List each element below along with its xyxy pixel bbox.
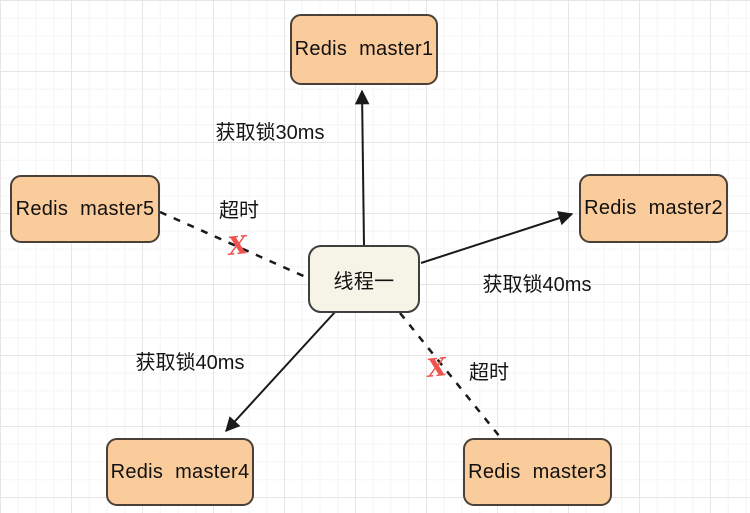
- node-redis-master3: Redis master3: [463, 438, 612, 506]
- edge-label-timeout-master5: 超时: [219, 200, 259, 222]
- edge-label-acquire-40ms-master4: 获取锁40ms: [135, 352, 245, 374]
- edge-label-acquire-30ms: 获取锁30ms: [215, 122, 325, 144]
- timeout-x-mark-master3: X: [425, 352, 448, 383]
- node-thread-1: 线程一: [308, 245, 420, 313]
- node-redis-master1: Redis master1: [290, 14, 438, 85]
- edge-thread-to-master5: [159, 210, 309, 280]
- edge-thread-to-master4: [225, 311, 336, 432]
- edge-label-timeout-master3: 超时: [469, 362, 509, 384]
- node-redis-master3-label: Redis master3: [468, 460, 607, 483]
- node-redis-master5-label: Redis master5: [15, 197, 155, 220]
- edge-thread-to-master1: [354, 89, 370, 247]
- node-redis-master5: Redis master5: [10, 175, 160, 243]
- timeout-x-mark-master5: X: [226, 230, 249, 261]
- edge-label-acquire-40ms-master2: 获取锁40ms: [482, 274, 592, 296]
- node-thread-1-label: 线程一: [333, 270, 395, 293]
- edge-thread-to-master2: [420, 211, 574, 264]
- edge-thread-to-master3: [399, 312, 501, 438]
- node-redis-master1-label: Redis master1: [294, 38, 434, 60]
- node-redis-master2-label: Redis master2: [584, 197, 723, 219]
- node-redis-master4-label: Redis master4: [110, 460, 250, 483]
- node-redis-master2: Redis master2: [579, 174, 728, 243]
- node-redis-master4: Redis master4: [106, 438, 254, 506]
